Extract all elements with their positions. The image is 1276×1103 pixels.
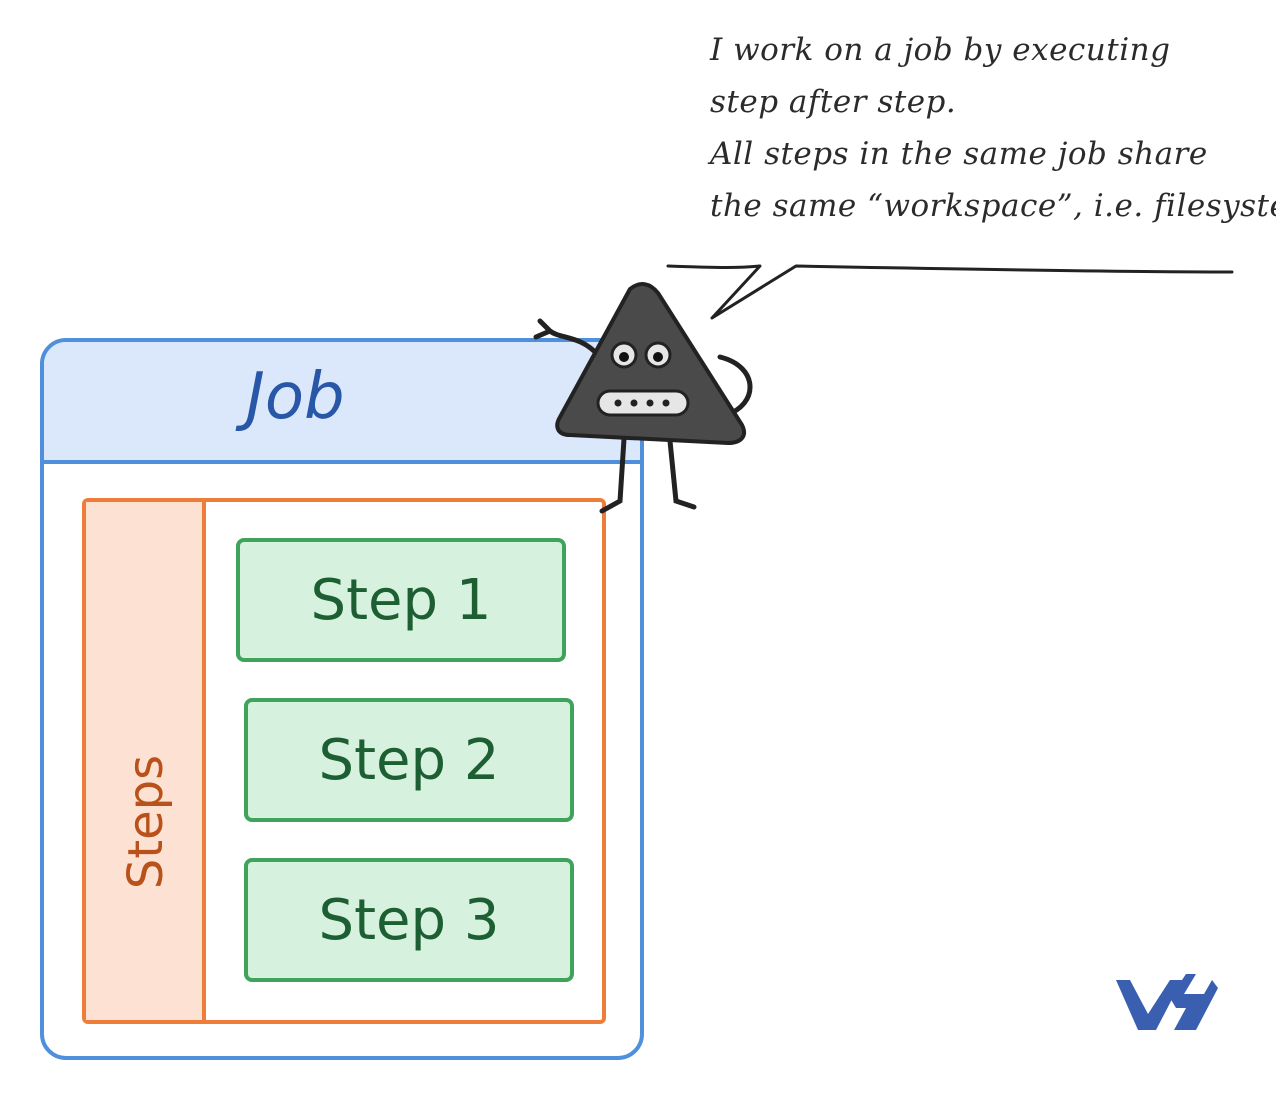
step-3-label: Step 3 xyxy=(318,887,500,953)
step-2-label: Step 2 xyxy=(318,727,500,793)
triangle-robot-icon xyxy=(533,282,753,514)
steps-container: Steps Step 1 Step 2 Step 3 xyxy=(82,498,606,1024)
steps-label: Steps xyxy=(118,754,174,890)
speech-line-2: step after step. xyxy=(710,84,957,120)
ovh-logo-icon xyxy=(1116,974,1218,1030)
speech-line-3: All steps in the same job share xyxy=(710,136,1208,172)
step-1-box: Step 1 xyxy=(236,538,566,662)
step-3-box: Step 3 xyxy=(244,858,574,982)
step-2-box: Step 2 xyxy=(244,698,574,822)
job-title: Job xyxy=(246,360,345,434)
steps-sidebar: Steps xyxy=(86,502,206,1020)
job-box: Job Steps Step 1 Step 2 Step 3 xyxy=(40,338,644,1060)
step-1-label: Step 1 xyxy=(310,567,492,633)
speech-line-1: I work on a job by executing xyxy=(710,32,1171,68)
job-header: Job xyxy=(44,342,640,464)
speech-bubble: I work on a job by executing step after … xyxy=(710,24,1276,232)
speech-line-4: the same “workspace”, i.e. filesystem. xyxy=(710,188,1276,224)
